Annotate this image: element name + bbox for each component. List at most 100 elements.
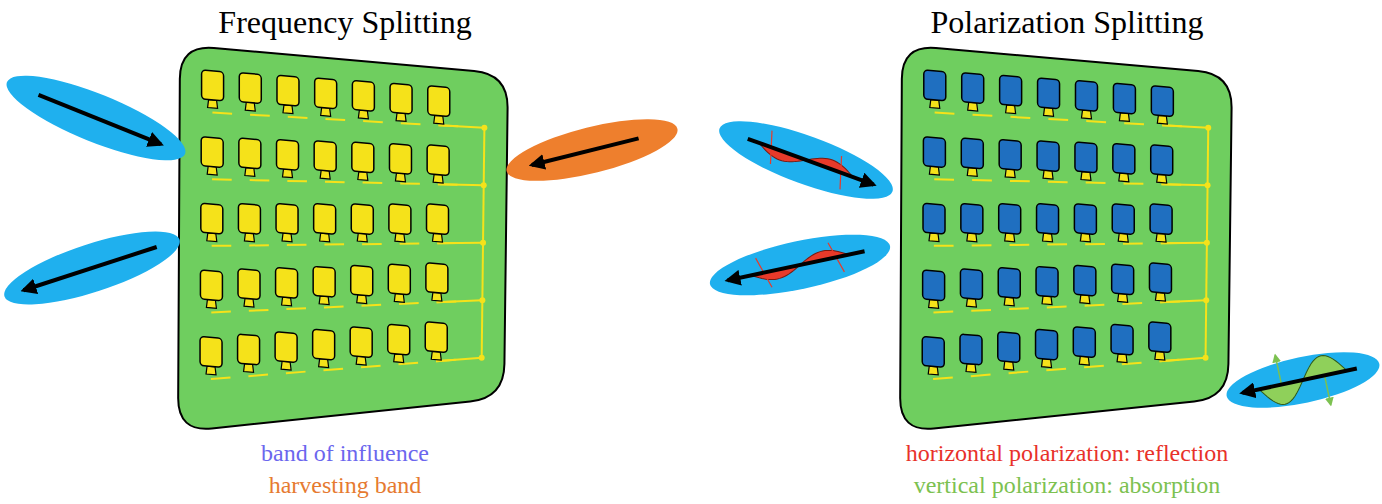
element-patch (1113, 143, 1135, 174)
feed-line (439, 125, 459, 126)
feed-line (249, 244, 269, 246)
element-patch (238, 269, 260, 300)
feed-line (933, 311, 953, 314)
element-patch (999, 139, 1021, 170)
element-patch (427, 145, 449, 176)
element-patch (201, 203, 223, 234)
element-patch (390, 83, 412, 114)
feed-line (211, 378, 231, 380)
element-patch (275, 332, 297, 363)
antenna-element (962, 73, 984, 112)
antenna-element (960, 269, 982, 308)
element-patch (314, 203, 336, 234)
feed-line (1161, 183, 1181, 185)
harvesting-beam (501, 106, 683, 193)
element-patch (314, 141, 336, 172)
element-patch (960, 334, 982, 365)
feed-line (400, 182, 420, 184)
antenna-element (1151, 145, 1173, 184)
feed-line (286, 307, 306, 310)
feed-line (1124, 182, 1144, 184)
feed-line (1010, 244, 1030, 246)
antenna-element (1037, 141, 1059, 180)
antenna-element (238, 334, 260, 373)
element-patch (1036, 266, 1058, 297)
beam-ellipse (0, 60, 194, 176)
feed-line (1160, 300, 1206, 302)
reflected-beam (705, 222, 895, 307)
feed-line (363, 182, 383, 184)
feed-line (401, 123, 421, 124)
antenna-element (999, 139, 1021, 178)
feed-line (361, 366, 381, 368)
antenna-element (200, 336, 222, 375)
feed-line (250, 179, 270, 181)
element-patch (998, 267, 1020, 298)
antenna-element (1074, 265, 1096, 304)
element-patch (1113, 83, 1135, 114)
feed-line (211, 311, 231, 314)
element-patch (1036, 329, 1058, 360)
feed-line (1085, 243, 1105, 245)
element-patch (923, 270, 945, 301)
antenna-element (390, 83, 412, 122)
element-patch (426, 263, 448, 294)
element-patch (1112, 204, 1134, 235)
element-patch (1037, 141, 1059, 172)
antenna-element (313, 266, 335, 305)
band-caption: harvesting band (269, 472, 422, 500)
element-patch (350, 327, 372, 358)
antenna-element (1150, 204, 1172, 243)
feed-line (1009, 372, 1029, 374)
feed-line (1123, 242, 1143, 244)
polarization-panel (900, 48, 1231, 429)
antenna-element (1036, 266, 1058, 305)
antenna-element (425, 322, 447, 361)
antenna-element (924, 70, 946, 109)
antenna-element (238, 269, 260, 308)
antenna-element (277, 139, 299, 178)
element-patch (276, 203, 298, 234)
element-patch (998, 332, 1020, 363)
element-patch (961, 138, 983, 169)
antenna-element (277, 75, 299, 114)
element-patch (1151, 86, 1173, 117)
panel-title: Polarization Splitting (931, 4, 1204, 41)
feed-line (1160, 358, 1206, 362)
element-patch (923, 203, 945, 234)
element-patch (428, 86, 450, 117)
feed-line (1162, 125, 1182, 126)
antenna-element (351, 265, 373, 304)
feed-line (324, 305, 344, 308)
element-patch (276, 267, 298, 298)
element-patch (923, 137, 945, 168)
antenna-element (1149, 263, 1171, 302)
panel-board (178, 48, 507, 429)
element-patch (924, 70, 946, 101)
antenna-element (200, 270, 222, 309)
feed-line (1009, 307, 1029, 310)
antenna-element (276, 203, 298, 242)
feed-line (438, 184, 484, 185)
element-patch (1038, 78, 1060, 109)
feed-line (1161, 184, 1207, 185)
feed-line (971, 375, 991, 377)
feed-line (934, 178, 954, 180)
incident-beam (0, 60, 194, 176)
feed-line (1161, 242, 1207, 245)
polarization-caption: horizontal polarization: reflection (906, 440, 1229, 468)
feed-line (323, 369, 343, 371)
feed-line (325, 181, 345, 183)
element-patch (351, 204, 373, 235)
element-patch (1149, 322, 1171, 353)
antenna-element (1074, 204, 1096, 243)
antenna-element (388, 264, 410, 303)
element-patch (427, 204, 449, 235)
element-patch (960, 269, 982, 300)
feed-line (1046, 369, 1066, 371)
antenna-element (1075, 142, 1097, 181)
antenna-element (998, 267, 1020, 306)
antenna-element (1113, 143, 1135, 182)
element-patch (922, 336, 944, 367)
feed-line (288, 117, 308, 118)
